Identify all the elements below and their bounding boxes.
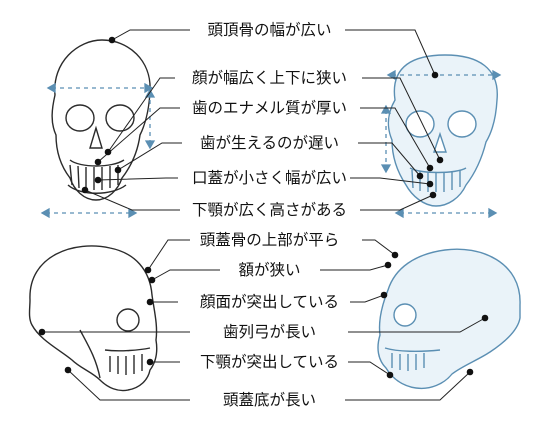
- label-thick-enamel: 歯のエナメル質が厚い: [0, 97, 539, 119]
- label-long-dental-arch: 歯列弓が長い: [0, 321, 539, 343]
- label-late-teeth-eruption: 歯が生えるのが遅い: [0, 132, 539, 154]
- left-dashed-arrows: [40, 82, 156, 219]
- right-front-skull: [387, 54, 498, 207]
- right-side-skull: [377, 248, 521, 390]
- label-projecting-face: 顔面が突出している: [0, 291, 539, 313]
- label-small-wide-palate: 口蓋が小さく幅が広い: [0, 167, 539, 189]
- right-dashed-arrows: [380, 69, 502, 219]
- label-face-wide-short: 顔が幅広く上下に狭い: [0, 67, 539, 89]
- marker-dots: [38, 36, 489, 379]
- leader-lines: [42, 29, 486, 401]
- label-flat-cranium-top: 頭蓋骨の上部が平ら: [0, 229, 539, 251]
- label-wide-tall-mandible: 下顎が広く高さがある: [0, 199, 539, 221]
- label-long-cranial-base: 頭蓋底が長い: [0, 389, 539, 411]
- label-parietal-width: 頭頂骨の幅が広い: [0, 19, 539, 41]
- left-side-skull: [28, 245, 158, 392]
- label-narrow-forehead: 額が狭い: [0, 259, 539, 281]
- label-projecting-mandible: 下顎が突出している: [0, 351, 539, 373]
